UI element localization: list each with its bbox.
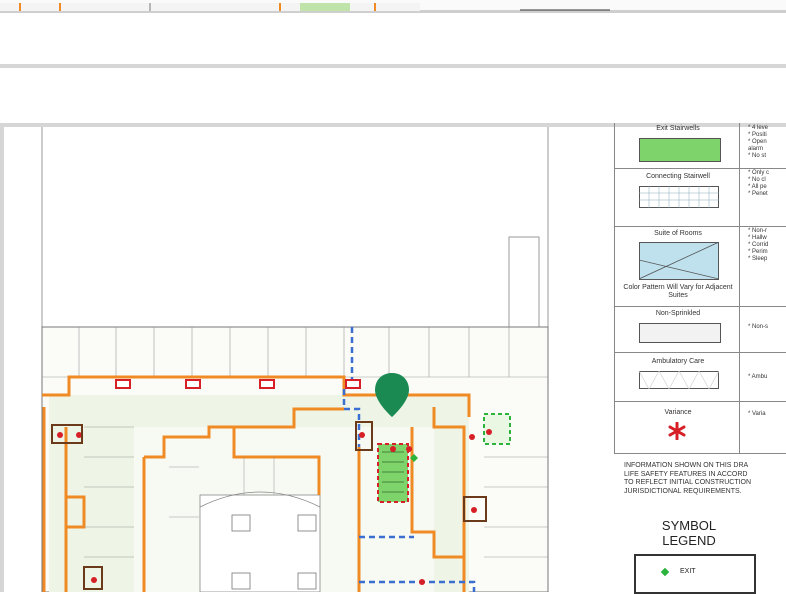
legend-note: * Only c xyxy=(748,170,770,176)
legend-note: * No cl xyxy=(748,177,766,183)
symbol-legend-title-line-2: LEGEND xyxy=(662,533,716,548)
legend-row-variance: Variance * Varia xyxy=(614,401,786,454)
legend-key-cell: Exit Stairwells xyxy=(614,123,740,168)
legend-key-cell: Connecting Stairwell xyxy=(614,168,740,226)
legend-notes: * Varia xyxy=(748,411,766,418)
exit-label: EXIT xyxy=(680,568,696,575)
legend-key-label: Variance xyxy=(664,409,692,416)
ambulatory-care-swatch xyxy=(639,371,719,389)
legend-key-cell: Ambulatory Care xyxy=(614,352,740,401)
legend-note: * Positi xyxy=(748,132,767,138)
info-line: JURISDICTIONAL REQUIREMENTS. xyxy=(624,487,742,495)
legend-note: * Varia xyxy=(748,411,766,417)
legend-info-text: INFORMATION SHOWN ON THIS DRA LIFE SAFET… xyxy=(624,462,751,496)
map-marker-icon[interactable] xyxy=(374,372,410,418)
previous-image-strip xyxy=(0,0,786,13)
legend-note: * Sleep xyxy=(748,256,768,262)
life-safety-legend: Exit Stairwells * 4 leve * Positi * Open… xyxy=(614,123,786,594)
exit-diamond-icon xyxy=(660,567,670,577)
legend-note: * Hallw xyxy=(748,235,767,241)
suite-of-rooms-swatch xyxy=(639,242,719,280)
legend-row-non-sprinkled: Non-Sprinkled * Non-s xyxy=(614,306,786,353)
legend-key-cell: Variance xyxy=(614,401,740,453)
variance-star-icon xyxy=(668,422,686,440)
legend-key-label: Exit Stairwells xyxy=(656,125,700,132)
legend-row-ambulatory-care: Ambulatory Care * Ambu xyxy=(614,352,786,402)
legend-key-label: Suite of Rooms xyxy=(654,230,702,237)
legend-note: * Non-r xyxy=(748,228,768,234)
legend-key-label: Connecting Stairwell xyxy=(646,173,710,180)
legend-note: * Penet xyxy=(748,191,768,197)
legend-note: * Non-s xyxy=(748,324,769,330)
section-divider xyxy=(0,64,786,68)
legend-notes: * Non-s xyxy=(748,324,768,331)
legend-note: * No st xyxy=(748,153,767,159)
legend-note: * 4 leve xyxy=(748,125,769,131)
symbol-legend-box: EXIT xyxy=(634,554,756,594)
legend-key-cell: Non-Sprinkled xyxy=(614,306,740,352)
symbol-legend-title: SYMBOL LEGEND xyxy=(634,518,744,548)
legend-table: Exit Stairwells * 4 leve * Positi * Open… xyxy=(614,123,786,454)
symbol-legend-title-line-1: SYMBOL xyxy=(661,518,717,533)
legend-notes: * 4 leve * Positi * Open alarm * No st xyxy=(748,125,768,160)
exit-stairwell-swatch xyxy=(639,138,721,162)
legend-key-sublabel: Color Pattern Will Vary for Adjacent Sui… xyxy=(623,284,733,299)
legend-row-connecting-stairwell: Connecting Stairwell * Only c * No cl * … xyxy=(614,168,786,227)
info-line: INFORMATION SHOWN ON THIS DRA xyxy=(624,462,749,469)
legend-note: * Corrid xyxy=(748,242,769,248)
legend-notes: * Non-r * Hallw * Corrid * Perim * Sleep xyxy=(748,228,768,263)
non-sprinkled-swatch xyxy=(639,323,721,343)
connecting-stairwell-swatch xyxy=(639,186,719,208)
legend-note: * Ambu xyxy=(748,374,768,380)
floor-plan-drawing xyxy=(41,127,549,592)
legend-notes: * Only c * No cl * All pe * Penet xyxy=(748,170,769,198)
image-frame-left-border xyxy=(0,127,4,592)
legend-note: * All pe xyxy=(748,184,767,190)
legend-key-cell: Suite of Rooms Color Pattern Will Vary f… xyxy=(614,226,740,306)
legend-note: alarm xyxy=(748,146,764,152)
legend-notes: * Ambu xyxy=(748,374,767,381)
legend-row-suite-of-rooms: Suite of Rooms Color Pattern Will Vary f… xyxy=(614,226,786,307)
legend-key-label: Ambulatory Care xyxy=(651,358,705,365)
info-line: LIFE SAFETY FEATURES IN ACCORD xyxy=(624,470,748,478)
legend-row-exit-stairwells: Exit Stairwells * 4 leve * Positi * Open… xyxy=(614,123,786,169)
legend-note: * Open xyxy=(748,139,767,145)
floor-plan-image[interactable] xyxy=(4,127,610,592)
info-line: TO REFLECT INITIAL CONSTRUCTION xyxy=(624,479,752,486)
legend-note: * Perim xyxy=(748,249,768,255)
legend-key-label: Non-Sprinkled xyxy=(655,310,701,317)
top-strip-plan-fragment xyxy=(0,3,610,11)
